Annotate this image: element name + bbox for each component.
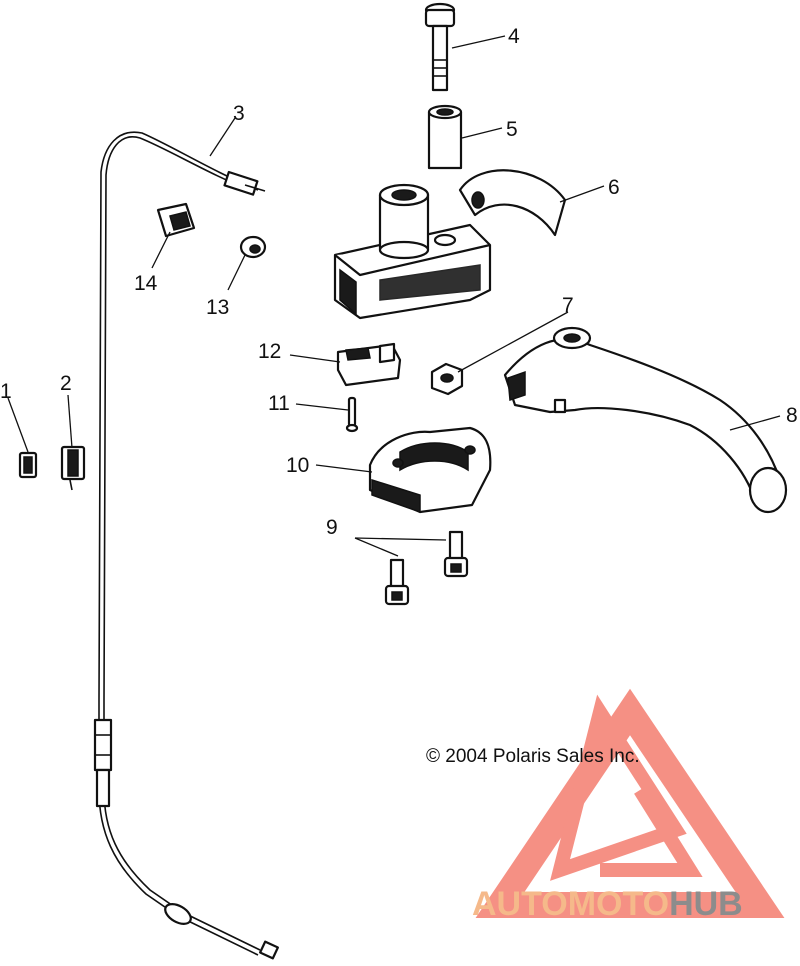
watermark-inner-triangle-icon <box>550 694 687 881</box>
callout-11: 11 <box>268 392 290 415</box>
part-14-bushing <box>156 202 196 238</box>
part-10-clamp <box>368 426 492 514</box>
copyright-notice: © 2004 Polaris Sales Inc. <box>426 746 640 767</box>
watermark-text-part1: AUTOMOTO <box>472 885 669 923</box>
callout-12: 12 <box>258 340 281 363</box>
cable-fitting-upper <box>93 718 113 772</box>
watermark-text-part2: HUB <box>669 885 743 923</box>
callout-1: 1 <box>0 380 12 403</box>
part-1-clip <box>18 451 38 479</box>
cable-assembly <box>93 131 279 960</box>
watermark-g-icon <box>600 786 703 877</box>
part-8-lever <box>503 326 788 514</box>
callout-6: 6 <box>608 176 620 199</box>
part-11-pin <box>345 396 359 433</box>
watermark-text: AUTOMOTOHUB <box>472 885 743 923</box>
callout-10: 10 <box>286 454 309 477</box>
part-13-bushing <box>239 235 267 259</box>
callout-7: 7 <box>562 294 574 317</box>
cable-adjuster <box>223 170 259 196</box>
callout-2: 2 <box>60 372 72 395</box>
callout-14: 14 <box>134 272 158 295</box>
part-2-sleeve <box>60 445 86 491</box>
part-9-screws <box>384 530 469 606</box>
watermark-triangle-icon <box>475 688 785 918</box>
part-5-spacer <box>427 104 463 170</box>
callout-4: 4 <box>508 25 520 48</box>
callout-5: 5 <box>506 118 518 141</box>
cable-fitting-lower <box>95 768 111 808</box>
callout-13: 13 <box>206 296 229 319</box>
callout-9: 9 <box>326 516 338 539</box>
part-7-nut <box>430 362 464 396</box>
callout-3: 3 <box>233 102 245 125</box>
watermark-logo <box>475 688 785 918</box>
part-4-bolt <box>424 2 456 92</box>
cable-end-nipple <box>259 940 279 960</box>
part-12-switch <box>336 342 402 387</box>
cable-end-ferrule <box>164 903 192 925</box>
callout-8: 8 <box>786 404 798 427</box>
part-6-lever-perch <box>333 169 567 320</box>
leader-lines <box>7 35 781 557</box>
